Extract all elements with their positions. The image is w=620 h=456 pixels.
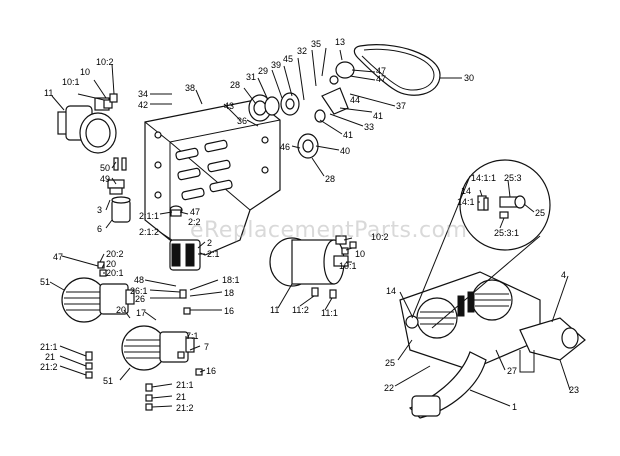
callout: 27: [507, 366, 518, 376]
callout: 26:1: [130, 286, 148, 296]
callout: 47: [190, 207, 201, 217]
callout: 20:2: [106, 249, 124, 259]
callout: 10:1: [339, 261, 357, 271]
callout: 2: [207, 238, 213, 248]
leader-lines: [49, 47, 571, 408]
callout: 47: [376, 66, 387, 76]
callout: 7:1: [186, 331, 199, 341]
pump-lower-left: [121, 325, 195, 371]
engine-assembly-right: [399, 271, 586, 419]
callout: 2:1:1: [139, 211, 160, 221]
callout: 51: [40, 277, 51, 287]
callout: 25:3: [504, 173, 522, 183]
callout: 37: [396, 101, 407, 111]
oil-tank: [169, 205, 201, 271]
callout: 11: [270, 305, 280, 315]
drive-belt: [353, 44, 441, 96]
callout: 16: [206, 366, 217, 376]
callout: 13: [335, 37, 346, 47]
callout: 47: [53, 252, 64, 262]
callout: 25: [385, 358, 396, 368]
callout: 28: [230, 80, 241, 90]
callout: 21:1: [40, 342, 58, 352]
callout: 39: [271, 60, 282, 70]
callout: 31: [246, 72, 257, 82]
callout: 21:2: [40, 362, 58, 372]
callout: 10: [80, 67, 91, 77]
detail-inset: [411, 159, 551, 329]
callout: 41: [343, 130, 354, 140]
callout: 20:1: [106, 268, 124, 278]
callout: 11:1: [321, 308, 338, 318]
callout: 11: [44, 88, 54, 98]
callout: 46: [280, 142, 291, 152]
callout: 18:1: [222, 275, 240, 285]
callout: 44: [350, 95, 361, 105]
callout: 21:1: [176, 380, 194, 390]
callout: 25:3:1: [494, 228, 520, 238]
callout: 14:1: [457, 197, 475, 207]
callout: 4: [561, 270, 567, 280]
callout: 2:2: [188, 217, 201, 227]
callout: 33: [364, 122, 375, 132]
watermark: eReplacementParts.com: [190, 218, 468, 243]
callout: 20: [116, 305, 127, 315]
callout: 43: [224, 101, 235, 111]
filter-assembly: [107, 157, 131, 223]
callout: 28: [325, 174, 336, 184]
callout: 22: [384, 383, 395, 393]
callout: 40: [340, 146, 351, 156]
callout: 21:2: [176, 403, 194, 413]
callout: 20: [106, 259, 117, 269]
callout: 34: [138, 89, 149, 99]
callout: 10:1: [62, 77, 80, 87]
callout: 51: [103, 376, 114, 386]
callout: 45: [283, 54, 294, 64]
callout: 14: [461, 186, 472, 196]
callout: 11:2: [292, 305, 309, 315]
callout: 10:2: [96, 57, 114, 67]
callout: 6: [97, 224, 103, 234]
callout: 38: [185, 83, 196, 93]
callout: 29: [258, 66, 269, 76]
callout: 41: [373, 111, 384, 121]
motor-top-left: [57, 93, 118, 154]
pump-upper-left: [61, 277, 135, 323]
callout: 17: [136, 308, 147, 318]
callout: 23: [569, 385, 580, 395]
callout: 35: [311, 39, 322, 49]
callout: 42: [138, 100, 149, 110]
callout: 47: [376, 74, 387, 84]
motor-center: [269, 235, 357, 299]
callout: 10:2: [371, 232, 389, 242]
callout: 14: [386, 286, 397, 296]
callout: 26: [135, 294, 146, 304]
callout: 2:1: [207, 249, 220, 259]
callout: 48: [134, 275, 145, 285]
callout: 21: [45, 352, 56, 362]
callout: 21: [176, 392, 187, 402]
callout: 25: [535, 208, 546, 218]
callout: 32: [297, 46, 308, 56]
callout: 49: [100, 174, 111, 184]
callout: 7: [204, 342, 210, 352]
callout: 1: [512, 402, 518, 412]
callout: 2:1:2: [139, 227, 160, 237]
callout: 16: [224, 306, 235, 316]
pulleys-top: [248, 61, 355, 159]
callout: 14:1:1: [471, 173, 497, 183]
callout: 36: [237, 116, 248, 126]
callout: 18: [224, 288, 235, 298]
callout: 30: [464, 73, 475, 83]
callout: 3: [97, 205, 103, 215]
callout: 10: [355, 249, 366, 259]
callout: 50: [100, 163, 111, 173]
